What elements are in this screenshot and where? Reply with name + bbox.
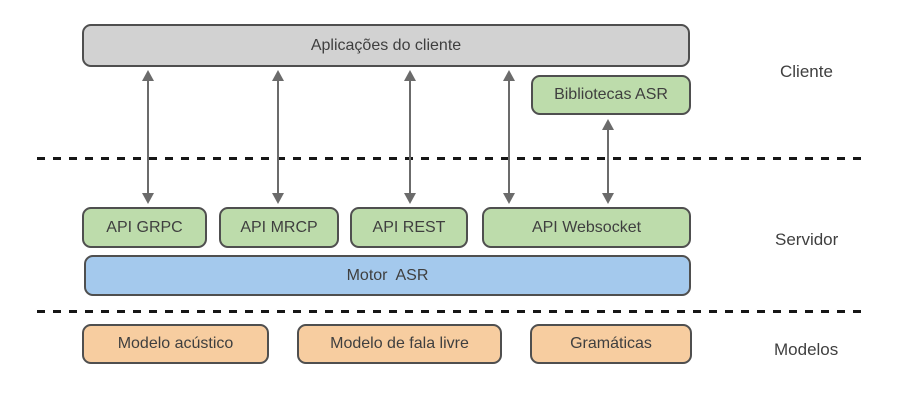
- arrow-shaft: [147, 79, 149, 195]
- arrow-clientapps-api-mrcp: [272, 70, 284, 204]
- api-websocket-box: API Websocket: [482, 207, 691, 248]
- arrow-shaft: [409, 79, 411, 195]
- arrow-up-head-icon: [272, 70, 284, 81]
- grammars-box: Gramáticas: [530, 324, 692, 364]
- arrow-up-head-icon: [404, 70, 416, 81]
- arrow-asrlibraries-api-websocket: [602, 119, 614, 204]
- arrow-down-head-icon: [272, 193, 284, 204]
- divider-cliente-servidor: [37, 157, 863, 160]
- arrow-down-head-icon: [503, 193, 515, 204]
- arrow-down-head-icon: [142, 193, 154, 204]
- free-speech-model-box: Modelo de fala livre: [297, 324, 502, 364]
- arrow-clientapps-api-rest: [404, 70, 416, 204]
- arrow-clientapps-api-websocket: [503, 70, 515, 204]
- api-rest-box: API REST: [350, 207, 468, 248]
- asr-libraries-box: Bibliotecas ASR: [531, 75, 691, 115]
- arrow-clientapps-api-grpc: [142, 70, 154, 204]
- client-applications-box: Aplicações do cliente: [82, 24, 690, 67]
- layer-label-modelos: Modelos: [774, 340, 839, 359]
- arrow-shaft: [508, 79, 510, 195]
- arrow-shaft: [277, 79, 279, 195]
- acoustic-model-box: Modelo acústico: [82, 324, 269, 364]
- arrow-shaft: [607, 128, 609, 195]
- arrow-up-head-icon: [602, 119, 614, 130]
- api-grpc-box: API GRPC: [82, 207, 207, 248]
- asr-engine-box: Motor ASR: [84, 255, 691, 296]
- layer-label-cliente: Cliente: [780, 62, 833, 81]
- api-mrcp-box: API MRCP: [219, 207, 339, 248]
- arrow-down-head-icon: [404, 193, 416, 204]
- arrow-up-head-icon: [142, 70, 154, 81]
- layer-label-servidor: Servidor: [775, 230, 839, 249]
- divider-servidor-modelos: [37, 310, 863, 313]
- arrow-down-head-icon: [602, 193, 614, 204]
- arrow-up-head-icon: [503, 70, 515, 81]
